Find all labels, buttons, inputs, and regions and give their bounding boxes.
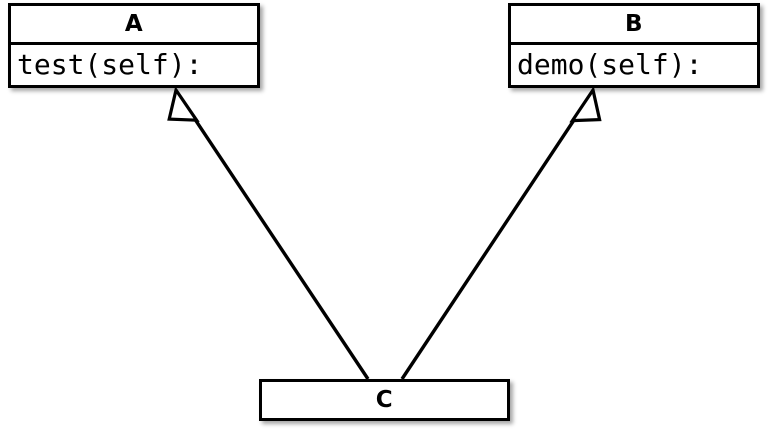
class-members-b: demo(self): [511,45,757,85]
generalization-c-to-b [400,86,602,380]
class-box-b[interactable]: B demo(self): [508,3,760,88]
generalization-c-to-a [167,86,370,380]
generalization-line-c-to-a [186,108,370,380]
class-members-a: test(self): [11,45,257,85]
compartment-divider-a [11,42,257,45]
generalization-line-c-to-b [400,108,583,380]
class-box-a[interactable]: A test(self): [8,3,260,88]
hollow-triangle-arrowhead-a [167,86,200,122]
class-name-c: C [262,382,507,418]
class-name-b: B [511,6,757,42]
hollow-triangle-arrowhead-b [569,86,602,123]
compartment-divider-b [511,42,757,45]
class-box-c[interactable]: C [259,379,510,421]
class-name-a: A [11,6,257,42]
